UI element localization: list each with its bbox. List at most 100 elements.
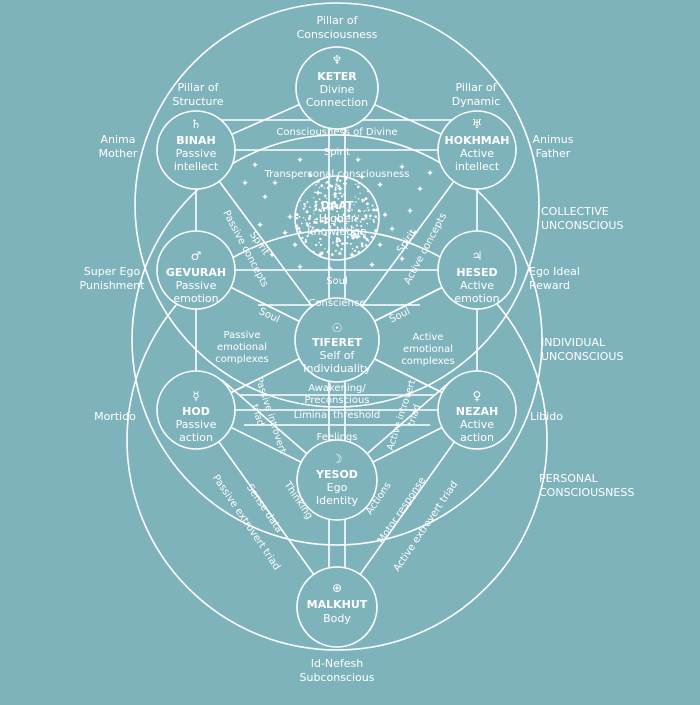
individual-label-1: INDIVIDUAL bbox=[541, 336, 606, 349]
daat-speckle bbox=[313, 210, 315, 212]
pillar-dynamic-label-2: Dynamic bbox=[452, 95, 501, 108]
daat-speckle bbox=[335, 239, 339, 243]
daat-speckle bbox=[309, 206, 311, 208]
personal-label-2: CONSCIOUSNESS bbox=[539, 486, 634, 499]
daat-speckle bbox=[335, 233, 339, 236]
daat-speckle bbox=[346, 236, 349, 239]
mortido-label: Mortido bbox=[94, 410, 136, 423]
star-mark-20: ✦ bbox=[241, 179, 249, 189]
binah-name: BINAH bbox=[176, 134, 215, 147]
star-mark-21: ✦ bbox=[426, 169, 434, 179]
path-spirit-right: Spirit bbox=[395, 228, 419, 256]
daat-speckle bbox=[346, 229, 348, 232]
daat-speckle bbox=[295, 213, 299, 217]
daat-speckle bbox=[371, 204, 374, 207]
daat-speckle bbox=[318, 229, 321, 233]
daat-speckle bbox=[367, 240, 370, 243]
daat-speckle bbox=[300, 200, 302, 202]
daat-speckle bbox=[332, 223, 335, 225]
daat-speckle bbox=[315, 217, 319, 221]
daat-label: DAAT Higher knowledge bbox=[307, 199, 367, 238]
star-mark-1: ✦ bbox=[271, 179, 279, 189]
idnefesh-label-2: Subconscious bbox=[300, 671, 375, 684]
daat-speckle bbox=[328, 201, 331, 204]
daat-speckle bbox=[338, 179, 342, 182]
hod-node: ☿ HOD Passive action bbox=[176, 389, 217, 444]
star-mark-14: ✦ bbox=[376, 241, 384, 251]
daat-speckle bbox=[341, 242, 344, 245]
tiferet-node: ☉ TIFERET Self of Individuality bbox=[303, 321, 371, 375]
daat-speckle bbox=[345, 222, 348, 225]
daat-speckle bbox=[369, 218, 371, 220]
daat-speckle bbox=[341, 227, 343, 229]
yesod-desc-1: Ego bbox=[327, 481, 348, 494]
yesod-desc-2: Identity bbox=[316, 494, 359, 507]
star-mark-16: ✦ bbox=[296, 263, 304, 273]
daat-speckle bbox=[377, 217, 379, 221]
daat-speckle bbox=[364, 214, 368, 218]
hokhmah-circle bbox=[437, 110, 517, 190]
daat-speckle bbox=[327, 204, 329, 207]
egoideal-label-2: Reward bbox=[529, 279, 570, 292]
daat-speckle bbox=[335, 243, 338, 246]
path-consciousness-of-divine: Consciousness of Divine bbox=[276, 127, 397, 138]
daat-speckle bbox=[334, 203, 337, 206]
daat-speckle bbox=[355, 245, 359, 249]
daat-speckle bbox=[357, 250, 360, 254]
daat-speckle bbox=[365, 216, 368, 220]
daat-speckle bbox=[351, 209, 353, 211]
hesed-desc-1: Active bbox=[460, 279, 494, 292]
daat-speckle bbox=[350, 225, 353, 228]
star-mark-19: ✦ bbox=[368, 261, 376, 271]
star-mark-29: ✦ bbox=[326, 265, 334, 275]
daat-speckle bbox=[349, 242, 352, 245]
daat-speckle bbox=[324, 220, 328, 224]
daat-speckle bbox=[301, 236, 304, 239]
outer-circle-middle bbox=[131, 134, 543, 546]
daat-speckle bbox=[323, 194, 327, 198]
yesod-name: YESOD bbox=[315, 468, 358, 481]
daat-speckle bbox=[352, 227, 355, 229]
gevurah-desc-2: emotion bbox=[173, 292, 218, 305]
daat-speckle bbox=[360, 242, 364, 246]
daat-speckle bbox=[358, 182, 360, 185]
daat-speckle bbox=[352, 234, 355, 237]
star-mark-4: ✦ bbox=[354, 156, 362, 166]
daat-speckle bbox=[340, 202, 343, 205]
pillar-labels: Pillar of Consciousness Pillar of Struct… bbox=[172, 14, 500, 108]
daat-speckle bbox=[327, 248, 330, 252]
nezah-symbol-icon: ♀ bbox=[473, 389, 482, 403]
daat-speckle bbox=[320, 251, 324, 255]
path-transpersonal: Transpersonal consciousness bbox=[264, 169, 410, 180]
daat-speckle bbox=[363, 199, 366, 202]
daat-speckle bbox=[332, 241, 334, 244]
daat-speckle bbox=[337, 184, 340, 188]
daat-speckle bbox=[305, 222, 309, 225]
daat-speckle bbox=[357, 215, 360, 217]
daat-speckle bbox=[334, 250, 337, 252]
star-mark-6: ✦ bbox=[398, 163, 406, 173]
daat-speckle bbox=[333, 192, 337, 196]
star-mark-28: ✦ bbox=[398, 255, 406, 265]
tiferet-symbol-icon: ☉ bbox=[332, 321, 343, 335]
malkhut-circle bbox=[296, 566, 378, 648]
path-active-complexes-1: Active bbox=[413, 332, 444, 343]
daat-speckle bbox=[325, 197, 328, 200]
daat-speckle bbox=[353, 233, 356, 235]
daat-speckle bbox=[351, 237, 353, 240]
daat-speckle bbox=[295, 217, 299, 220]
daat-speckle bbox=[313, 213, 315, 215]
daat-speckle bbox=[318, 198, 321, 201]
animus-label-1: Animus bbox=[533, 133, 574, 146]
daat-desc-1: Higher bbox=[319, 212, 356, 225]
daat-speckle bbox=[336, 176, 339, 180]
daat-speckle bbox=[335, 217, 339, 220]
outer-labels: Anima Mother Animus Father Super Ego Pun… bbox=[80, 133, 635, 684]
daat-speckle bbox=[326, 181, 329, 184]
binah-circle bbox=[156, 110, 236, 190]
daat-speckle bbox=[298, 230, 302, 233]
daat-speckle bbox=[304, 219, 307, 221]
pillar-dynamic-label-1: Pillar of bbox=[456, 81, 498, 94]
daat-speckle bbox=[355, 224, 358, 227]
